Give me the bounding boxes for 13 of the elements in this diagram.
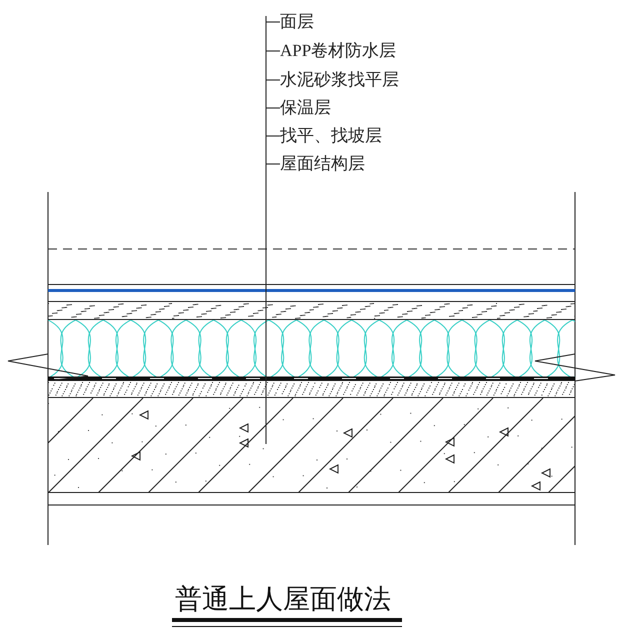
layer-label: 找平、找坡层 — [280, 126, 382, 146]
layer-label: 屋面结构层 — [280, 154, 365, 174]
leveling-layer — [48, 380, 575, 398]
leader-line — [266, 164, 280, 398]
layer-label: 保温层 — [280, 98, 331, 118]
concrete-slab — [48, 398, 575, 493]
layer-label: APP卷材防水层 — [280, 41, 396, 61]
insulation-layer — [48, 320, 575, 378]
drawing-title: 普通上人屋面做法 — [175, 583, 391, 615]
layer-label: 面层 — [280, 12, 314, 32]
layer-label: 水泥砂浆找平层 — [280, 70, 399, 90]
mortar-screed-layer — [48, 301, 575, 320]
waterproof-membrane — [48, 289, 575, 292]
